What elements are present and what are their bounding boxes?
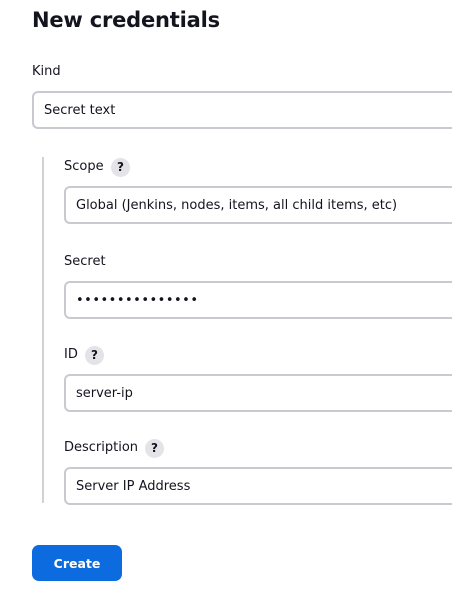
- description-input[interactable]: [76, 478, 442, 494]
- nested-section-bar: [42, 157, 44, 503]
- kind-select[interactable]: Secret text: [32, 91, 452, 129]
- id-label: ID: [64, 347, 78, 362]
- create-button[interactable]: Create: [32, 545, 122, 581]
- description-help-icon[interactable]: ?: [145, 439, 164, 458]
- scope-help-icon[interactable]: ?: [111, 158, 130, 177]
- kind-label: Kind: [32, 64, 61, 79]
- scope-select-value: Global (Jenkins, nodes, items, all child…: [76, 197, 398, 213]
- id-help-icon[interactable]: ?: [85, 346, 104, 365]
- kind-select-value: Secret text: [44, 102, 116, 118]
- secret-label: Secret: [64, 254, 106, 269]
- page-title: New credentials: [32, 8, 220, 32]
- scope-select[interactable]: Global (Jenkins, nodes, items, all child…: [64, 186, 452, 224]
- id-field[interactable]: [64, 374, 452, 412]
- secret-field[interactable]: [64, 281, 452, 319]
- description-label: Description: [64, 440, 139, 455]
- id-input[interactable]: [76, 385, 442, 401]
- secret-input[interactable]: [76, 292, 442, 308]
- description-field[interactable]: [64, 467, 452, 505]
- scope-label: Scope: [64, 159, 104, 174]
